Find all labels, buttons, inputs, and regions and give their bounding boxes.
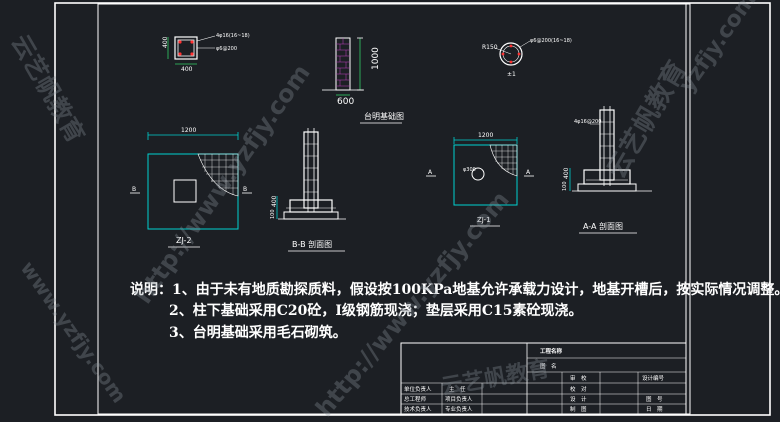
aa-dim-100: 100 bbox=[562, 181, 568, 191]
zj2-caption: ZJ-2 bbox=[176, 236, 192, 245]
note-line-3: 3、台明基础采用毛石砌筑。 bbox=[169, 325, 347, 341]
zj1-caption: ZJ-1 bbox=[477, 216, 491, 224]
tb-design: 设 计 bbox=[570, 395, 587, 403]
zj1-dim-width: 1200 bbox=[478, 132, 493, 139]
tb-project-name: 工程名称 bbox=[540, 347, 563, 355]
tb-item-chief: 主 任 bbox=[449, 385, 466, 393]
aa-section-view: 4φ16@200 400 100 A-A 剖面图 bbox=[562, 106, 652, 234]
column-section-detail: 400 400 4φ16(16~18) φ6@200 bbox=[162, 33, 250, 73]
inner-frame bbox=[97, 3, 691, 415]
column-dim-width: 400 bbox=[181, 66, 193, 73]
title-block bbox=[400, 342, 687, 415]
tb-tech-head: 技术负责人 bbox=[404, 405, 432, 413]
tb-sheet-no: 图 号 bbox=[646, 395, 663, 403]
brick-caption: 台明基础图 bbox=[364, 111, 404, 121]
tb-date: 日 期 bbox=[646, 406, 663, 413]
column-stirrup-callout: φ6@200 bbox=[216, 46, 237, 52]
tb-chief-engineer: 总工程师 bbox=[404, 395, 427, 403]
tb-draw: 制 图 bbox=[570, 405, 587, 413]
brick-dim-height: 1000 bbox=[371, 47, 381, 70]
zj2-section-left: B bbox=[132, 186, 136, 193]
tb-unit-head: 单位负责人 bbox=[404, 385, 432, 393]
title-block-labels: 工程名称 图 名 审 校 校 对 设 计 制 图 设计编号 图 号 日 期 单位… bbox=[404, 347, 665, 413]
round-rebar-callout: φ6@200(16~18) bbox=[530, 38, 572, 44]
zj2-section-right: B bbox=[243, 186, 247, 193]
tb-drawing-no: 设计编号 bbox=[642, 374, 665, 382]
tb-drawing-name: 图 名 bbox=[540, 362, 557, 370]
note-line-2: 2、柱下基础采用C20砼，I级钢筋现浇；垫层采用C15素砼现浇。 bbox=[169, 303, 583, 319]
zj1-section-left: A bbox=[428, 169, 433, 176]
aa-dim-400: 400 bbox=[563, 167, 570, 179]
zj2-plan-view: 1200 B B ZJ-2 bbox=[130, 127, 252, 248]
zj2-dim-width: 1200 bbox=[181, 127, 196, 134]
column-dim-height: 400 bbox=[162, 36, 169, 48]
brick-base-detail: 1000 600 台明基础图 bbox=[322, 37, 404, 124]
zj1-section-right: A bbox=[526, 169, 531, 176]
round-radius-label: R150 bbox=[482, 44, 498, 51]
zj1-diameter-label: φ300 bbox=[463, 167, 476, 173]
bb-dim-100: 100 bbox=[270, 209, 276, 219]
tb-specialty-head: 专业负责人 bbox=[445, 405, 473, 413]
bb-caption: B-B 剖面图 bbox=[292, 239, 332, 249]
tb-project-head: 项目负责人 bbox=[445, 395, 473, 403]
outer-frame bbox=[54, 2, 771, 416]
aa-rebar-callout: 4φ16@200 bbox=[574, 119, 601, 125]
zj1-plan-view: 1200 φ300 A A ZJ-1 bbox=[426, 132, 534, 227]
round-marker: ±1 bbox=[507, 71, 516, 78]
round-column-detail: R150 φ6@200(16~18) ±1 bbox=[482, 38, 572, 78]
tb-audit: 审 校 bbox=[570, 374, 587, 382]
bb-dim-400: 400 bbox=[271, 195, 278, 207]
bb-section-view: 400 100 B-B 剖面图 bbox=[270, 128, 346, 252]
aa-caption: A-A 剖面图 bbox=[583, 221, 623, 231]
tb-check: 校 对 bbox=[570, 385, 587, 393]
column-rebar-callout: 4φ16(16~18) bbox=[216, 33, 250, 39]
note-line-1: 说明：1、由于未有地质勘探质料，假设按100KPa地基允许承载力设计，地基开槽后… bbox=[130, 282, 780, 298]
brick-dim-width: 600 bbox=[337, 97, 354, 107]
